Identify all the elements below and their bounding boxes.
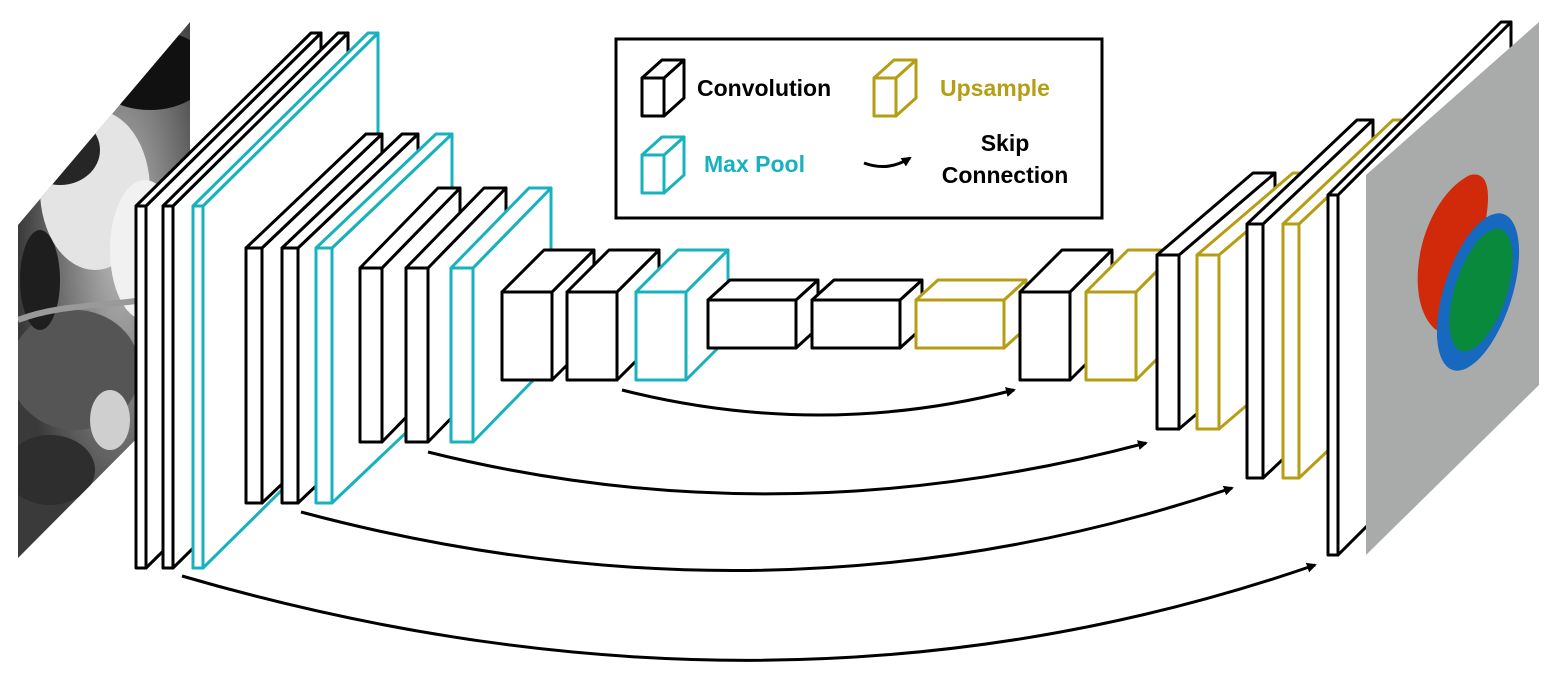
legend-upsample-label: Upsample [940,75,1050,101]
skip-connection-arrow-2 [427,440,1148,496]
legend-skip-label-line1: Skip [981,130,1030,156]
skip-connection-arrow-4 [181,562,1317,662]
layer-upsample-15 [914,278,1028,350]
legend-convolution-icon [640,58,686,118]
network-layers [134,20,1513,570]
legend-convolution-label: Convolution [697,75,831,101]
legend-frame [614,37,1104,220]
segment-red [1417,174,1489,330]
legend-max-pool-icon [640,135,686,195]
legend-skip-label-line2: Connection [942,162,1069,188]
legend-max-pool-label: Max Pool [704,151,805,177]
legend-skip-arrow-icon [863,156,912,169]
skip-connection-arrow-1 [621,387,1016,417]
legend-upsample-icon [872,58,918,118]
layer-convolution-14 [810,278,924,350]
legend: Convolution Upsample Max Pool Skip Conne… [614,37,1104,220]
segment-green [1449,228,1513,352]
skip-connection-arrow-3 [300,485,1234,573]
skip-connections [181,387,1317,662]
output-segmentation-map [1366,22,1539,555]
layer-convolution-13 [706,278,820,350]
